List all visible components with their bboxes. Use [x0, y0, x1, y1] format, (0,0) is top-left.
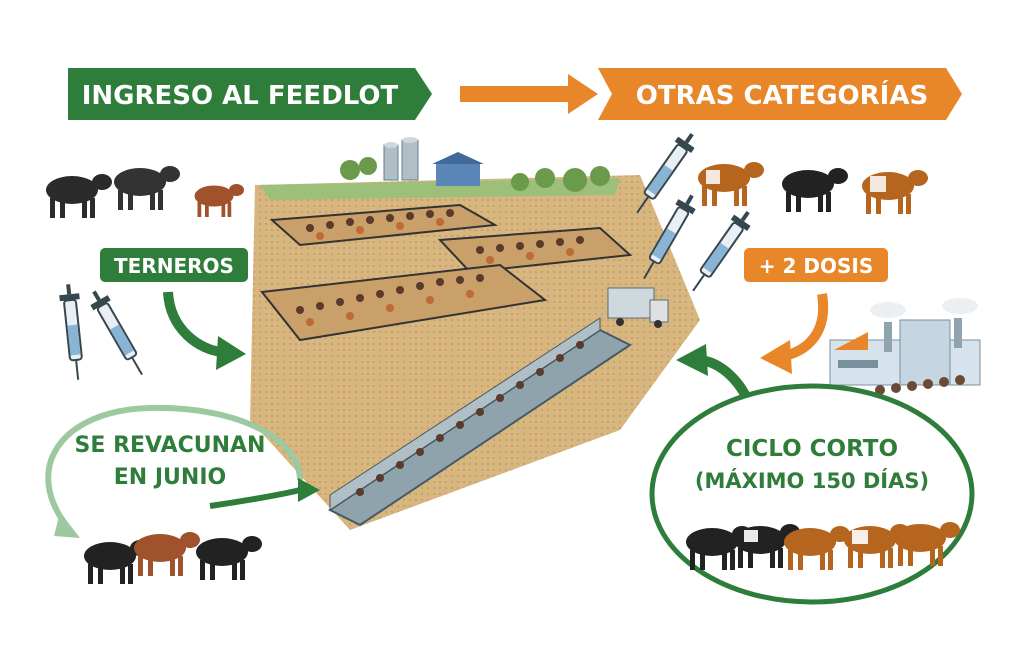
banner-ingreso-label: INGRESO AL FEEDLOT — [82, 81, 399, 111]
revacunan-label-1: SE REVACUNAN — [75, 433, 266, 458]
calves-group-top — [46, 166, 244, 218]
truck-icon — [607, 287, 669, 328]
dosis-label: + 2 DOSIS — [759, 254, 873, 278]
banner-otras-label: OTRAS CATEGORÍAS — [636, 79, 928, 111]
banner-otras: OTRAS CATEGORÍAS — [598, 68, 962, 120]
syringe-icon — [57, 282, 152, 382]
feedlot-illustration — [250, 137, 700, 530]
center-arrow-icon — [460, 74, 598, 114]
arrow-icon — [163, 291, 246, 370]
ciclo-cattle — [686, 522, 960, 570]
chute-herd — [356, 341, 584, 496]
revacunan-label-2: EN JUNIO — [114, 465, 226, 490]
barn-icon — [432, 152, 484, 186]
herd-in-pens — [296, 209, 584, 326]
calves-group-bottom — [84, 532, 262, 584]
terneros-badge: TERNEROS — [100, 248, 248, 282]
revacunan-cycle: SE REVACUNAN EN JUNIO — [45, 404, 320, 538]
silo-icon — [383, 137, 419, 181]
orange-arrow-icon — [760, 293, 829, 374]
trees — [340, 157, 610, 192]
factory-icon — [829, 298, 981, 386]
ciclo-label-2: (MÁXIMO 150 DÍAS) — [695, 468, 929, 493]
pen-3 — [260, 263, 548, 342]
ciclo-label-1: CICLO CORTO — [726, 436, 898, 462]
ciclo-corto-panel: CICLO CORTO (MÁXIMO 150 DÍAS) — [649, 383, 975, 605]
terneros-label: TERNEROS — [114, 254, 234, 278]
other-cattle-top — [698, 162, 928, 214]
pen-1 — [269, 203, 499, 247]
banner-ingreso: INGRESO AL FEEDLOT — [68, 68, 432, 120]
dosis-badge: + 2 DOSIS — [744, 248, 888, 282]
factory-herd — [875, 375, 965, 395]
